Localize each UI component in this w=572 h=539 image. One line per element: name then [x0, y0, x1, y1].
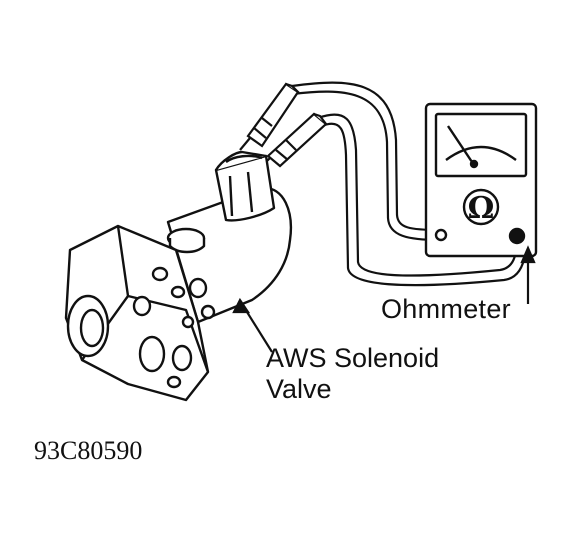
figure-code: 93C80590 — [34, 436, 143, 465]
meter-terminal-left — [434, 228, 448, 242]
meter-dial-window — [434, 112, 528, 178]
ohmmeter — [424, 102, 538, 258]
meter-range-knob — [462, 188, 500, 226]
solenoid-label-line1: AWS Solenoid — [266, 343, 440, 373]
meter-pivot — [469, 159, 479, 169]
solenoid-label-line2: Valve — [266, 374, 332, 404]
solenoid-valve — [64, 150, 293, 402]
meter-needle — [447, 125, 473, 163]
solenoid-label: AWS Solenoid Valve — [266, 343, 439, 405]
ohmmeter-label: Ohmmeter — [381, 294, 511, 324]
test-leads — [291, 81, 528, 287]
meter-scale-arc — [445, 145, 517, 161]
ohm-symbol-icon: Ω — [468, 191, 495, 226]
meter-terminal-right — [508, 227, 526, 245]
leader-lines — [232, 245, 536, 353]
probe-upper — [239, 82, 300, 151]
